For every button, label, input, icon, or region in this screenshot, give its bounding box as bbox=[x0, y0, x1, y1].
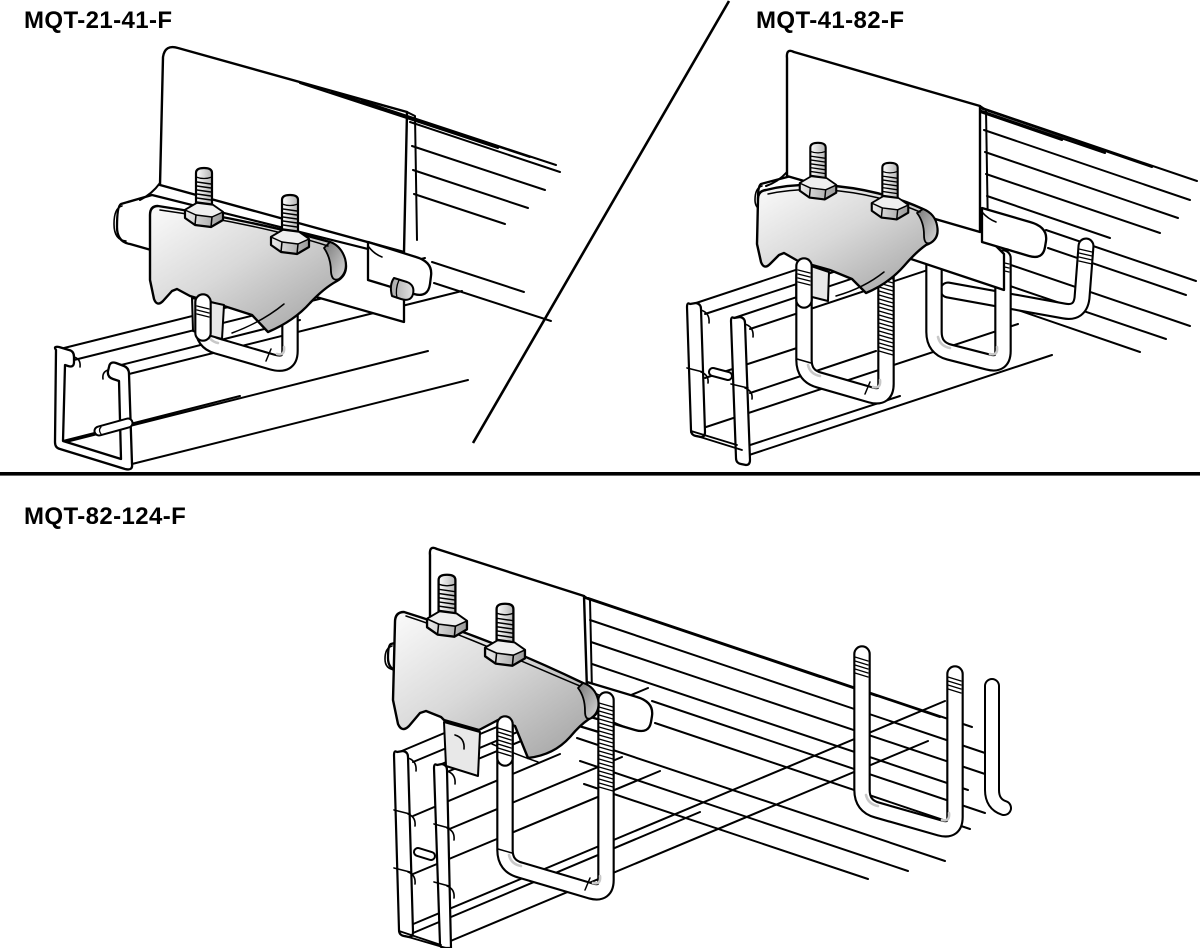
rear-u-bolt bbox=[853, 645, 1012, 838]
beam-flange-far-tip bbox=[980, 206, 1048, 259]
figure-3-illustration bbox=[384, 546, 1012, 948]
figure-2-label: MQT-41-82-F bbox=[756, 7, 905, 34]
channel-end-near-wall bbox=[432, 762, 453, 948]
beam-continuation-lines bbox=[299, 82, 561, 322]
channel-end-cross-section bbox=[53, 345, 134, 471]
figure-1-label: MQT-21-41-F bbox=[24, 7, 173, 34]
beam-continuation-lines bbox=[501, 569, 989, 880]
beam-flange-far-tip bbox=[366, 240, 433, 297]
channel-end-near-wall bbox=[729, 315, 752, 467]
saddle-curl bbox=[323, 241, 347, 281]
saddle-curl bbox=[916, 208, 939, 245]
horizontal-divider bbox=[0, 472, 1200, 476]
diagonal-divider bbox=[471, 0, 731, 444]
figure-2-illustration bbox=[685, 49, 1198, 467]
panel-dividers bbox=[0, 0, 1200, 476]
u-bolt bbox=[496, 691, 615, 901]
channel-end-far-wall bbox=[392, 749, 415, 939]
figure-3-label: MQT-82-124-F bbox=[24, 503, 187, 530]
saddle-curl bbox=[577, 682, 600, 720]
saddle-notch bbox=[443, 721, 481, 777]
figure-1-illustration bbox=[53, 45, 561, 471]
u-bolt bbox=[795, 251, 895, 405]
rear-u-bolt bbox=[925, 231, 1095, 372]
